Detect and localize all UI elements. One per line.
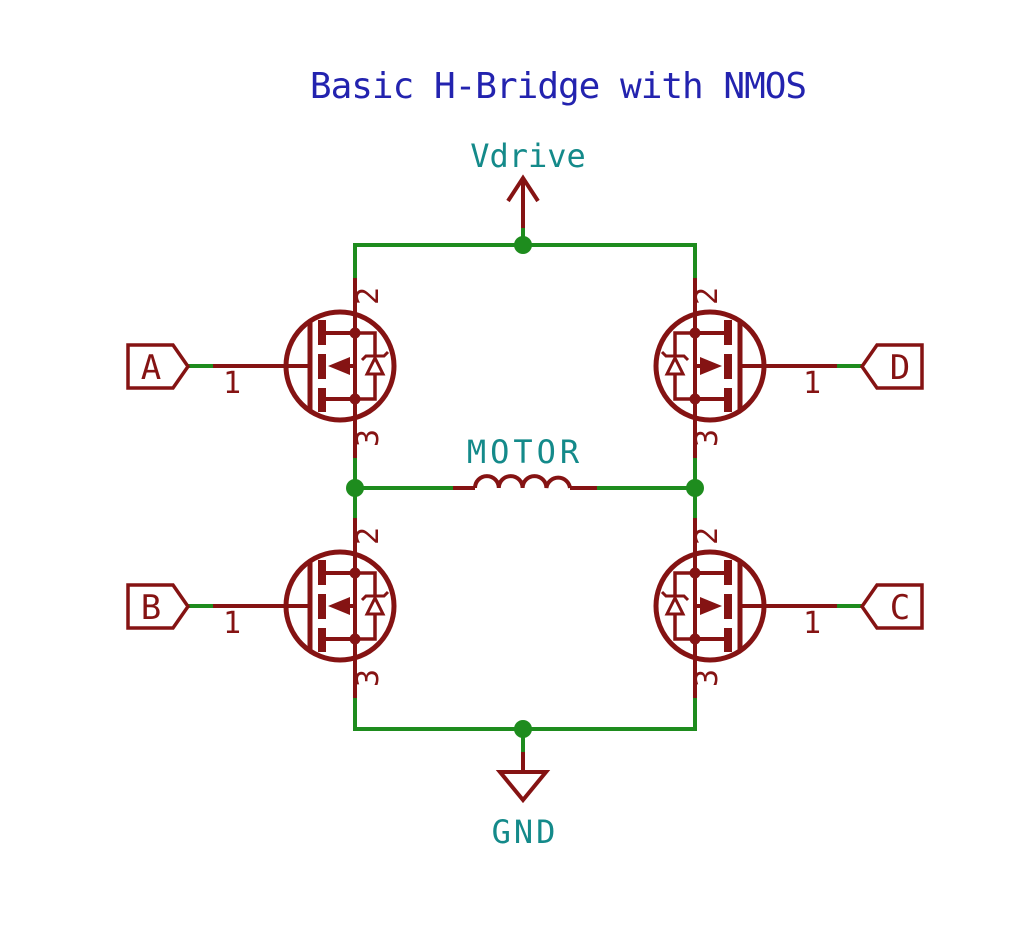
gnd-symbol-icon [495, 752, 551, 804]
global-label-d-shape [859, 343, 924, 390]
net-label-c: C [889, 588, 911, 628]
net-label-a: A [140, 348, 162, 388]
junction-gnd [514, 720, 532, 738]
vdrive-arrow-icon [506, 174, 540, 228]
vdrive-label: Vdrive [470, 137, 586, 175]
pin-number-source-top-right: 3 [690, 428, 725, 448]
junction-dots [346, 236, 704, 738]
global-label-a-shape [126, 343, 191, 390]
junction-motor-right [686, 479, 704, 497]
motor-label: MOTOR [466, 433, 584, 471]
gnd-label: GND [491, 813, 559, 851]
pin-number-gate-bottom-left: 1 [222, 606, 242, 641]
pin-number-drain-top-left: 2 [351, 286, 386, 306]
pin-number-drain-top-right: 2 [690, 286, 725, 306]
pin-number-drain-bottom-left: 2 [351, 526, 386, 546]
global-label-c-shape [859, 583, 924, 630]
global-label-b-shape [126, 583, 191, 630]
schematic-title: Basic H-Bridge with NMOS [309, 66, 807, 107]
pin-number-source-bottom-left: 3 [351, 668, 386, 688]
pin-number-source-top-left: 3 [351, 428, 386, 448]
wires [188, 228, 862, 752]
junction-vdrive [514, 236, 532, 254]
pin-number-source-bottom-right: 3 [690, 668, 725, 688]
pin-number-drain-bottom-right: 2 [690, 526, 725, 546]
motor-inductor [453, 474, 597, 490]
junction-motor-left [346, 479, 364, 497]
net-label-b: B [140, 588, 162, 628]
pin-number-gate-top-right: 1 [802, 366, 822, 401]
pin-number-gate-bottom-right: 1 [802, 606, 822, 641]
net-label-d: D [889, 348, 911, 388]
pin-number-gate-top-left: 1 [222, 366, 242, 401]
